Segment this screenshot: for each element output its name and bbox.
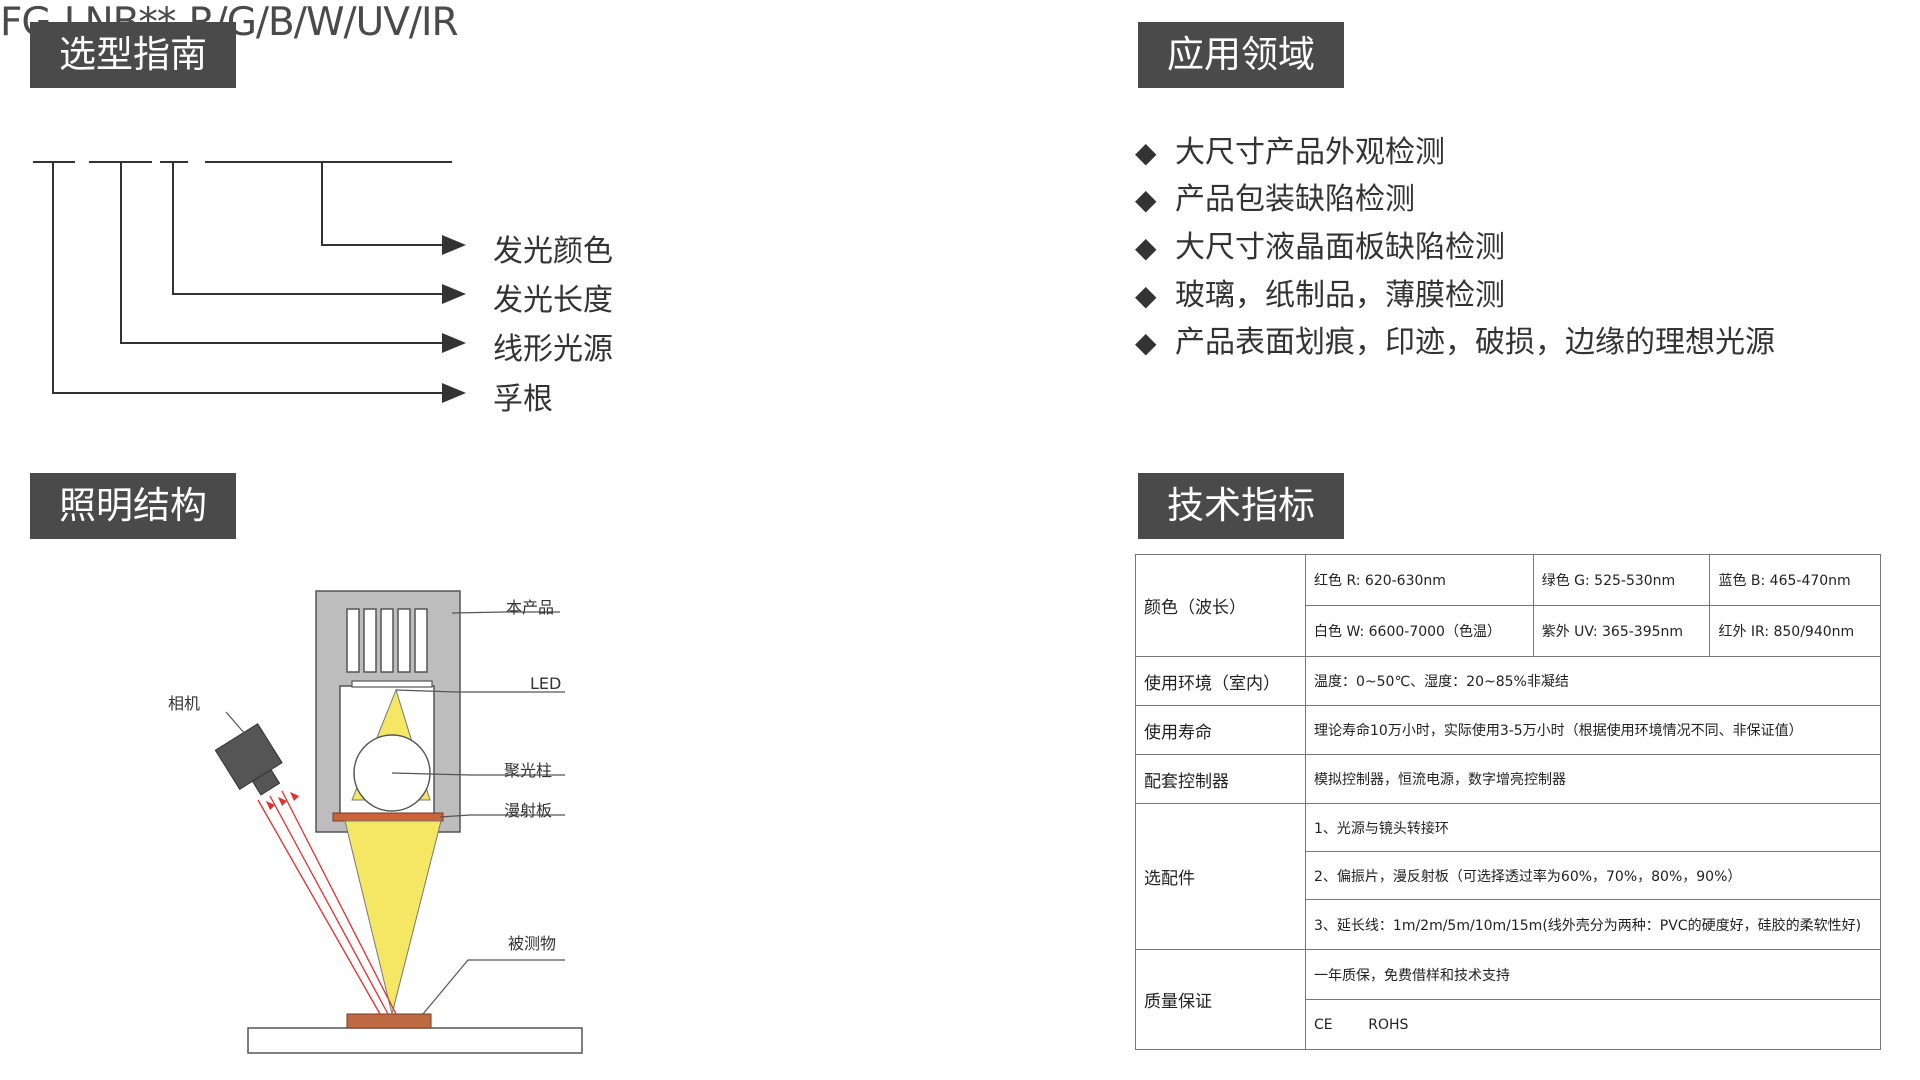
application-text: 产品表面划痕，印迹，破损，边缘的理想光源: [1175, 325, 1775, 360]
application-item: 大尺寸产品外观检测: [1135, 127, 1445, 171]
table-row: 选配件 1、光源与镜头转接环: [1135, 803, 1881, 950]
section-header-lighting: 照明结构: [30, 473, 236, 539]
camera-icon: [214, 723, 283, 796]
model-label-brand: 孚根: [493, 382, 553, 417]
spec-cell: 1、光源与镜头转接环: [1305, 803, 1881, 852]
spec-label-life: 使用寿命: [1135, 705, 1306, 755]
object-under-test: [346, 1013, 432, 1029]
table-row: 颜色（波长） 红色 R: 620-630nm 绿色 G: 525-530nm 蓝…: [1135, 554, 1881, 657]
spec-cell: 一年质保，免费借样和技术支持: [1305, 949, 1881, 1000]
spec-cell: 紫外 UV: 365-395nm: [1532, 605, 1711, 657]
spec-label-color: 颜色（波长）: [1135, 554, 1306, 657]
spec-cell: CE ROHS: [1305, 999, 1881, 1050]
application-text: 产品包装缺陷检测: [1175, 182, 1415, 217]
table-row: 白色 W: 6600-7000（色温） 紫外 UV: 365-395nm 红外 …: [1136, 605, 1881, 657]
application-item: 大尺寸液晶面板缺陷检测: [1135, 222, 1505, 266]
application-text: 玻璃，纸制品，薄膜检测: [1175, 278, 1505, 313]
diagram-label-camera: 相机: [168, 694, 201, 713]
diamond-bullet-icon: [1135, 325, 1175, 360]
spec-cell: 绿色 G: 525-530nm: [1532, 554, 1711, 606]
diagram-label-diffuser: 漫射板: [504, 801, 553, 820]
light-beam: [344, 820, 442, 1015]
spec-cell: 蓝色 B: 465-470nm: [1709, 554, 1881, 606]
table-row: 3、延长线：1m/2m/5m/10m/15m(线外壳分为两种：PVC的硬度好，硅…: [1136, 899, 1881, 950]
diamond-bullet-icon: [1135, 135, 1175, 170]
spec-cell: 模拟控制器，恒流电源，数字增亮控制器: [1305, 754, 1881, 804]
section-header-application: 应用领域: [1138, 22, 1344, 88]
led-array: [346, 608, 428, 673]
diagram-label-lens: 聚光柱: [504, 761, 553, 780]
section-header-selection: 选型指南: [30, 22, 236, 88]
diffuser-plate: [332, 812, 444, 822]
application-item: 产品表面划痕，印迹，破损，边缘的理想光源: [1135, 317, 1775, 361]
reflected-rays: [257, 790, 397, 1015]
spec-label-controller: 配套控制器: [1135, 754, 1306, 804]
table-row: 配套控制器 模拟控制器，恒流电源，数字增亮控制器: [1135, 754, 1881, 804]
diagram-label-object: 被测物: [508, 934, 557, 953]
spec-label-accessories: 选配件: [1135, 803, 1306, 950]
table-row: 质量保证 一年质保，免费借样和技术支持: [1135, 949, 1881, 1050]
model-code-leader-lines: [33, 161, 466, 403]
spec-label-warranty: 质量保证: [1135, 949, 1306, 1050]
table-row: CE ROHS: [1136, 999, 1881, 1050]
diagram-label-product: 本产品: [506, 598, 555, 617]
table-row: 2、偏振片，漫反射板（可选择透过率为60%，70%，80%，90%）: [1136, 851, 1881, 900]
section-header-tech: 技术指标: [1138, 473, 1344, 539]
spec-cell: 理论寿命10万小时，实际使用3-5万小时（根据使用环境情况不同、非保证值）: [1305, 705, 1881, 755]
spec-cell: 2、偏振片，漫反射板（可选择透过率为60%，70%，80%，90%）: [1305, 851, 1881, 900]
application-text: 大尺寸液晶面板缺陷检测: [1175, 230, 1505, 265]
spec-label-env: 使用环境（室内）: [1135, 656, 1306, 706]
model-label-color: 发光颜色: [493, 234, 613, 269]
application-item: 产品包装缺陷检测: [1135, 174, 1415, 218]
diamond-bullet-icon: [1135, 182, 1175, 217]
diamond-bullet-icon: [1135, 230, 1175, 265]
table-row: 使用寿命 理论寿命10万小时，实际使用3-5万小时（根据使用环境情况不同、非保证…: [1135, 705, 1881, 755]
spec-cell: 白色 W: 6600-7000（色温）: [1305, 605, 1534, 657]
lighting-diagram: [214, 590, 583, 1054]
diagram-label-led: LED: [530, 674, 562, 693]
diamond-bullet-icon: [1135, 278, 1175, 313]
spec-table: 颜色（波长） 红色 R: 620-630nm 绿色 G: 525-530nm 蓝…: [1135, 554, 1881, 1050]
spec-cell: 红色 R: 620-630nm: [1305, 554, 1534, 606]
base-plate: [247, 1027, 583, 1054]
application-item: 玻璃，纸制品，薄膜检测: [1135, 270, 1505, 314]
spec-cell: 3、延长线：1m/2m/5m/10m/15m(线外壳分为两种：PVC的硬度好，硅…: [1305, 899, 1881, 950]
spec-cell: 红外 IR: 850/940nm: [1709, 605, 1881, 657]
model-label-type: 线形光源: [493, 332, 613, 367]
spec-cell: 温度：0~50℃、湿度：20~85%非凝结: [1305, 656, 1881, 706]
table-row: 使用环境（室内） 温度：0~50℃、湿度：20~85%非凝结: [1135, 656, 1881, 706]
application-text: 大尺寸产品外观检测: [1175, 135, 1445, 170]
model-label-length: 发光长度: [493, 283, 613, 318]
